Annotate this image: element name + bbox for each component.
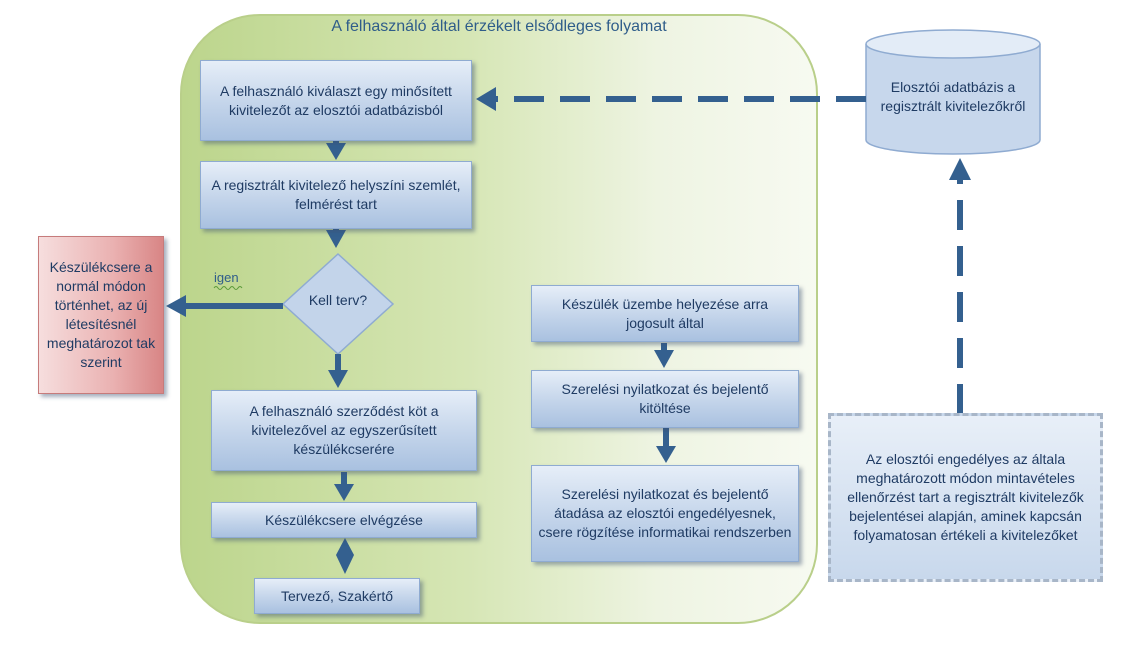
spellcheck-underline <box>213 286 243 290</box>
site-survey-box: A regisztrált kivitelező helyszíni szeml… <box>200 161 472 229</box>
arrow-decision-to-contract <box>328 354 348 388</box>
dashed-arrow-database-to-select <box>476 87 866 111</box>
submit-declaration-box: Szerelési nyilatkozat és bejelentő átadá… <box>531 465 799 562</box>
database-cylinder-shape <box>865 29 1041 155</box>
decision-yes-label: igen <box>214 270 239 285</box>
decision-label: Kell terv? <box>308 292 368 308</box>
arrow-select-to-survey <box>326 141 346 160</box>
arrow-commissioning-to-fill <box>654 343 674 368</box>
dashed-arrow-check-to-database <box>949 158 971 414</box>
sampling-check-box: Az elosztói engedélyes az általa meghatá… <box>828 413 1103 582</box>
normal-replacement-box: Készülékcsere a normál módon történhet, … <box>38 236 164 394</box>
group-title: A felhasználó által érzékelt elsődleges … <box>331 18 667 35</box>
select-contractor-box: A felhasználó kiválaszt egy minősített k… <box>200 60 472 141</box>
arrow-contract-to-done <box>334 472 354 501</box>
arrow-decision-yes <box>166 295 283 317</box>
fill-declaration-box: Szerelési nyilatkozat és bejelentő kitöl… <box>531 370 799 428</box>
contract-box: A felhasználó szerződést köt a kivitelez… <box>211 390 477 471</box>
commissioning-box: Készülék üzembe helyezése arra jogosult … <box>531 285 799 342</box>
connector-done-to-designer <box>336 538 354 574</box>
replacement-done-box: Készülékcsere elvégzése <box>211 502 477 538</box>
arrow-fill-to-submit <box>656 428 676 463</box>
designer-expert-box: Tervező, Szakértő <box>254 578 420 614</box>
arrow-survey-to-decision <box>326 228 346 248</box>
database-label: Elosztói adatbázis a regisztrált kivitel… <box>880 79 1026 114</box>
